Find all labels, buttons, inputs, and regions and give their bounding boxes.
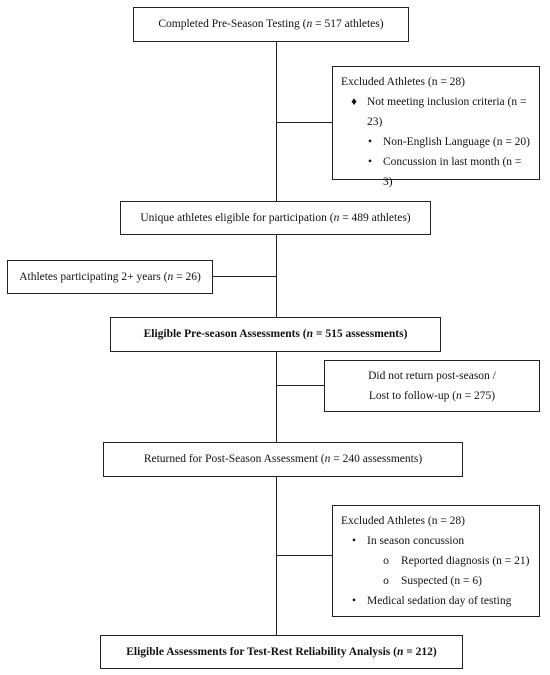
lost-to-follow-up-text: Did not return post-season / Lost to fol…	[368, 370, 496, 402]
bullet-icon: •	[367, 156, 373, 168]
exclusion-list: • In season concussion o Reported diagno…	[341, 531, 531, 611]
list-item-text: Reported diagnosis (n = 21)	[401, 555, 530, 567]
list-item-text-cont: 23)	[367, 116, 383, 128]
list-item: o Suspected (n = 6)	[341, 571, 531, 591]
list-item-text: In season concussion	[367, 535, 465, 547]
returned-postseason-box: Returned for Post-Season Assessment (n =…	[103, 442, 463, 477]
multi-year-athletes-text: Athletes participating 2+ years (n = 26)	[19, 270, 201, 283]
exclusion-list: ♦ Not meeting inclusion criteria (n = 23…	[341, 92, 531, 192]
multi-year-athletes-box: Athletes participating 2+ years (n = 26)	[7, 260, 213, 294]
list-item-text: Not meeting inclusion criteria (n =	[367, 96, 527, 108]
circle-bullet-icon: o	[383, 575, 389, 587]
list-item-text: Suspected (n = 6)	[401, 575, 482, 587]
list-item-text: Medical sedation day of testing	[367, 595, 512, 607]
lost-to-follow-up-box: Did not return post-season / Lost to fol…	[324, 360, 540, 412]
list-item: ♦ Not meeting inclusion criteria (n = 23…	[341, 92, 531, 132]
main-flow-line-lower	[276, 351, 278, 442]
unique-athletes-text: Unique athletes eligible for participati…	[140, 211, 411, 224]
final-eligible-assessments-box: Eligible Assessments for Test-Rest Relia…	[100, 635, 463, 669]
list-item: o Reported diagnosis (n = 21)	[341, 551, 531, 571]
completed-testing-box: Completed Pre-Season Testing (n = 517 at…	[133, 7, 409, 42]
list-item: • Non-English Language (n = 20)	[341, 132, 531, 152]
eligible-preseason-box: Eligible Pre-season Assessments (n = 515…	[110, 317, 441, 352]
returned-postseason-text: Returned for Post-Season Assessment (n =…	[143, 453, 423, 465]
branch-line-excluded-1	[276, 122, 332, 124]
eligible-preseason-text: Eligible Pre-season Assessments (n = 515…	[143, 328, 408, 340]
branch-line-multi-year	[213, 276, 277, 278]
list-item: • Concussion in last month (n = 3)	[341, 152, 531, 192]
list-item: • In season concussion	[341, 531, 531, 551]
bullet-icon: •	[351, 595, 357, 607]
list-item-text: Concussion in last month (n = 3)	[383, 156, 522, 188]
circle-bullet-icon: o	[383, 555, 389, 567]
bullet-icon: •	[351, 535, 357, 547]
branch-line-lost	[276, 385, 324, 387]
diamond-bullet-icon: ♦	[351, 96, 357, 108]
bullet-icon: •	[367, 136, 373, 148]
final-eligible-assessments-text: Eligible Assessments for Test-Rest Relia…	[126, 645, 437, 658]
excluded-athletes-box-2: Excluded Athletes (n = 28) • In season c…	[332, 505, 540, 617]
excluded-athletes-box-1: Excluded Athletes (n = 28) ♦ Not meeting…	[332, 66, 540, 188]
excluded-athletes-title: Excluded Athletes (n = 28)	[341, 515, 466, 527]
main-flow-line-top	[276, 41, 278, 201]
list-item: • Medical sedation day of testing	[341, 591, 531, 611]
unique-athletes-box: Unique athletes eligible for participati…	[120, 201, 431, 235]
branch-line-excluded-2	[276, 555, 332, 557]
list-item-text: Non-English Language (n = 20)	[383, 136, 531, 148]
excluded-athletes-title: Excluded Athletes (n = 28)	[341, 76, 466, 88]
completed-testing-text: Completed Pre-Season Testing (n = 517 at…	[158, 18, 384, 30]
